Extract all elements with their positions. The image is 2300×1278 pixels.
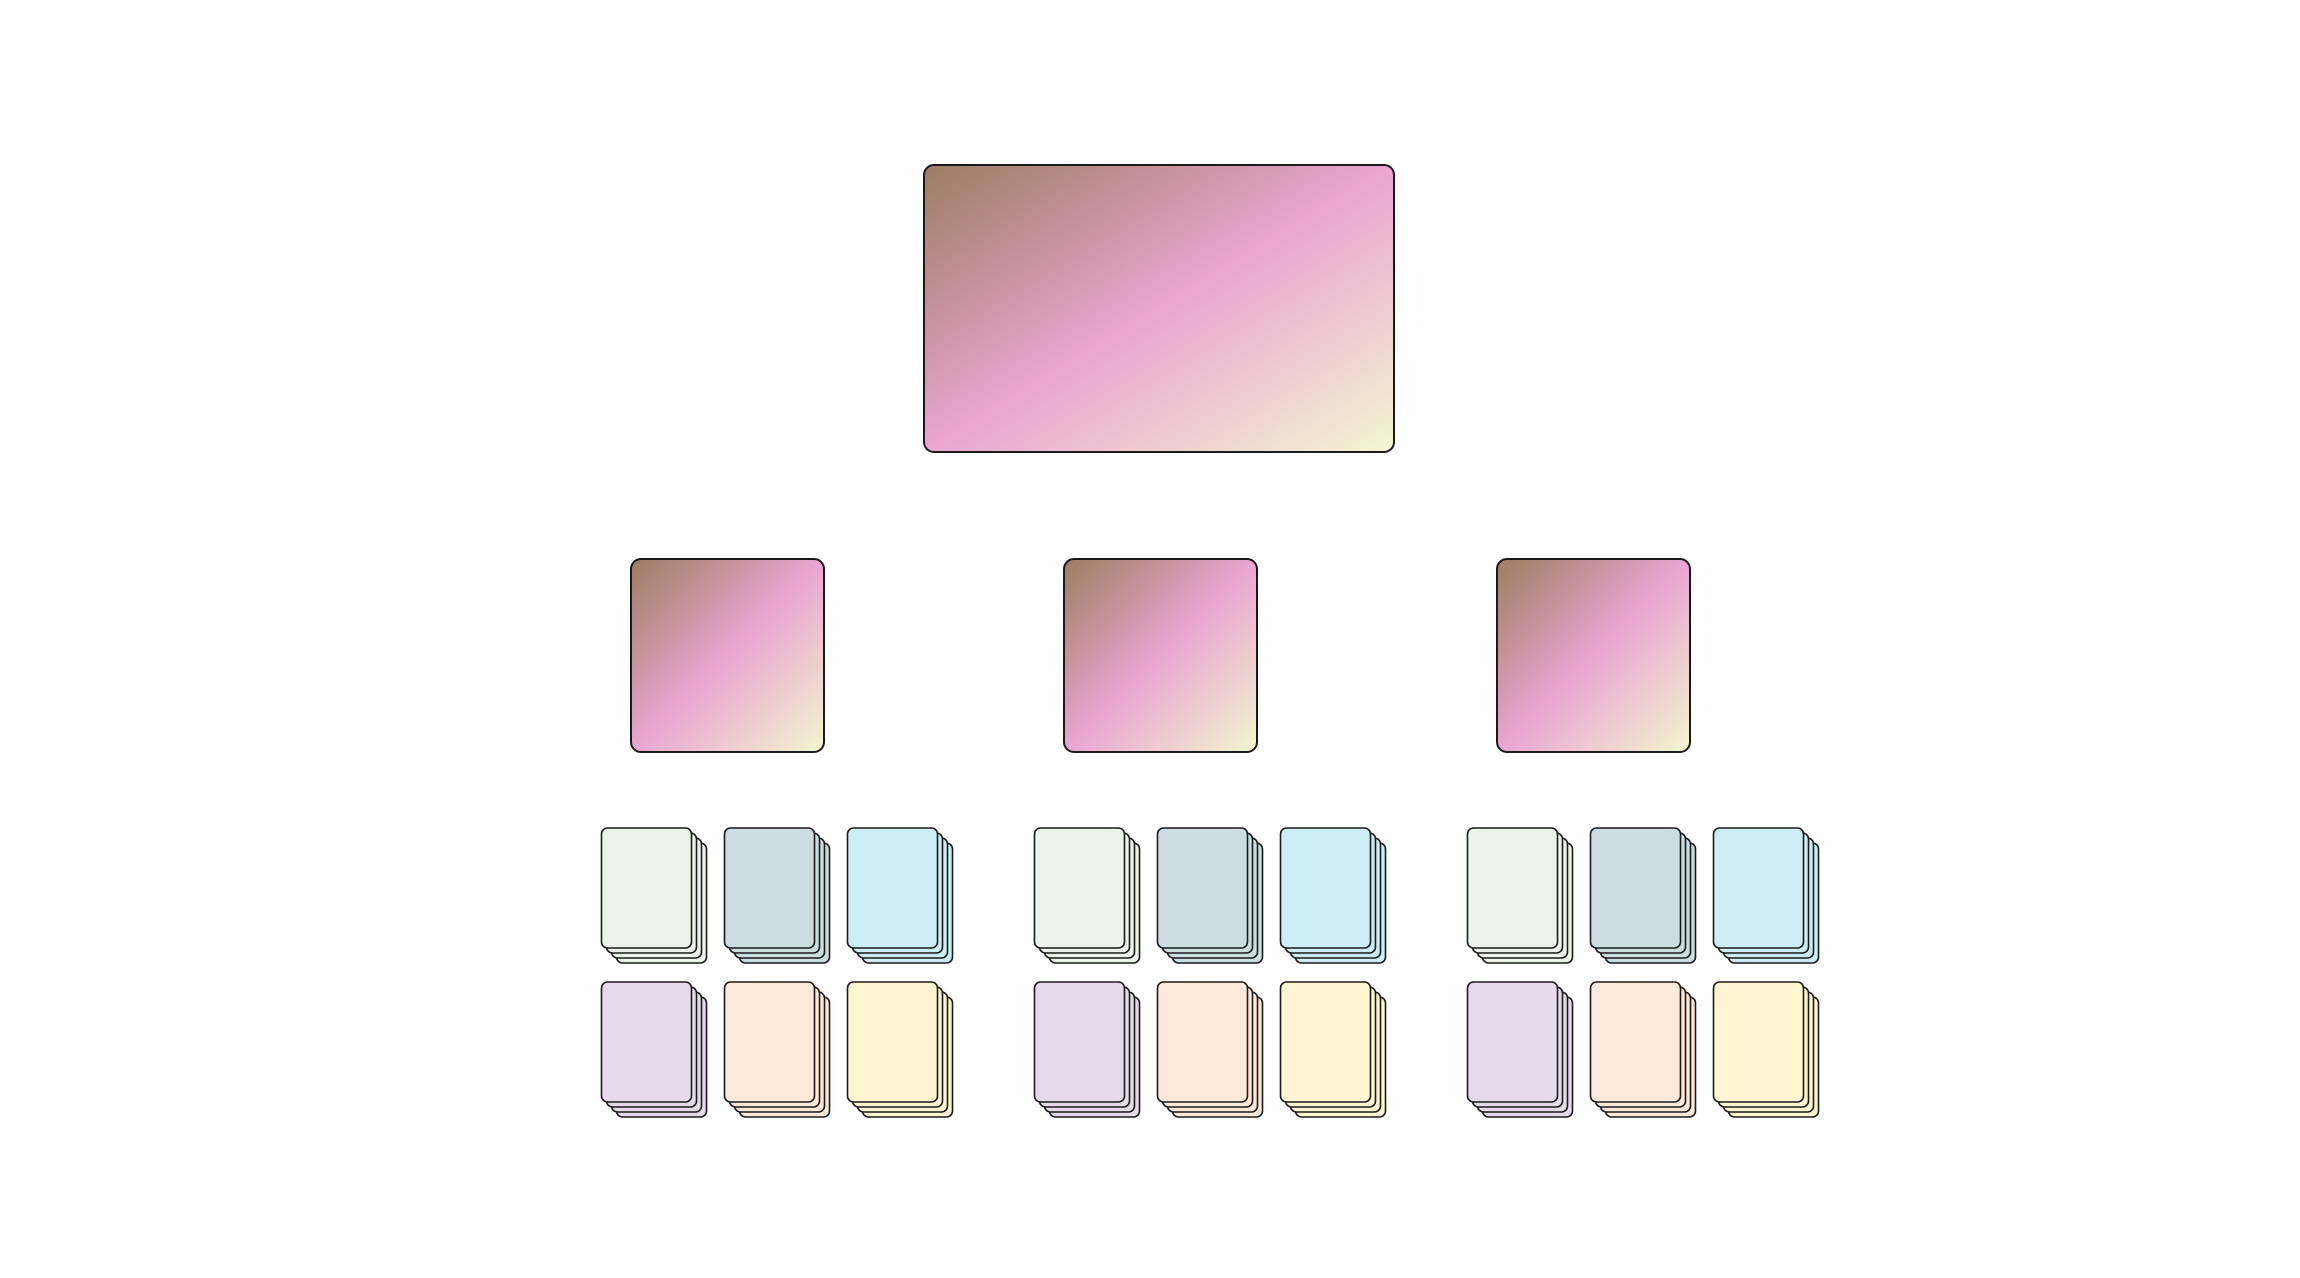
card (846, 981, 939, 1103)
root-layer (923, 164, 1395, 453)
card (723, 981, 816, 1103)
card (1156, 981, 1249, 1103)
group-1-node (630, 558, 825, 753)
card (600, 981, 693, 1103)
card (1589, 981, 1682, 1103)
card (723, 827, 816, 949)
card (1033, 827, 1126, 949)
group-1-card-stack-2 (723, 827, 831, 964)
group-2-card-stack-4 (1033, 981, 1141, 1118)
group-2-node (1063, 558, 1258, 753)
group-1-card-stack-1 (600, 827, 708, 964)
card (846, 827, 939, 949)
group-3-card-stack-1 (1466, 827, 1574, 964)
group-2-card-stack-1 (1033, 827, 1141, 964)
group-1-card-stack-5 (723, 981, 831, 1118)
card (1466, 827, 1559, 949)
group-3-card-stack-2 (1589, 827, 1697, 964)
card (1279, 981, 1372, 1103)
group-3-node (1496, 558, 1691, 753)
card (1712, 981, 1805, 1103)
card (1466, 981, 1559, 1103)
group-3-card-stack-5 (1589, 981, 1697, 1118)
card (1589, 827, 1682, 949)
group-2-card-stack-5 (1156, 981, 1264, 1118)
group-2-card-stack-6 (1279, 981, 1387, 1118)
card (600, 827, 693, 949)
group-1-card-stack-3 (846, 827, 954, 964)
card (1156, 827, 1249, 949)
group-2-card-stack-2 (1156, 827, 1264, 964)
group-3-card-stack-4 (1466, 981, 1574, 1118)
group-3-card-stack-3 (1712, 827, 1820, 964)
group-1-card-stack-6 (846, 981, 954, 1118)
stack-layer (600, 827, 1820, 1118)
group-2-card-stack-3 (1279, 827, 1387, 964)
card (1712, 827, 1805, 949)
root-node (923, 164, 1395, 453)
group-3-card-stack-6 (1712, 981, 1820, 1118)
group-1-card-stack-4 (600, 981, 708, 1118)
card (1033, 981, 1126, 1103)
group-layer (630, 558, 1691, 753)
card (1279, 827, 1372, 949)
